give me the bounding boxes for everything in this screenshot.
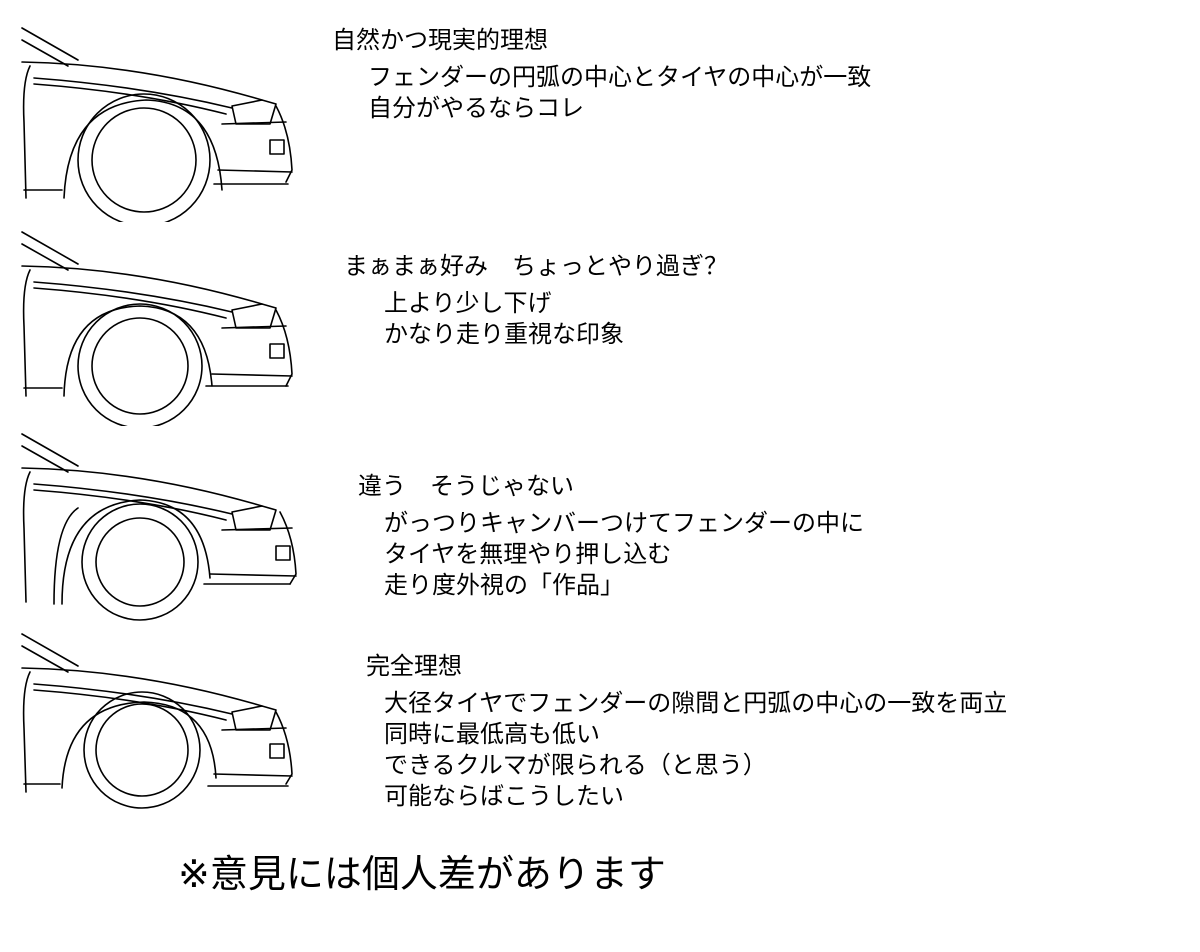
body-outline <box>22 269 31 397</box>
hood-line <box>21 265 263 305</box>
wheel-rim <box>91 317 189 415</box>
section-3-line-1: がっつりキャンバーつけてフェンダーの中に <box>384 509 864 537</box>
bumper-lower <box>209 573 297 577</box>
section-3-line-2: タイヤを無理やり押し込む <box>384 540 672 568</box>
section-3-heading: 違う そうじゃない <box>358 472 574 500</box>
wheel-rim <box>95 517 185 607</box>
bumper-lower <box>217 169 293 173</box>
wheel-rim <box>91 107 197 213</box>
hood-line <box>21 61 263 101</box>
section-4-line-1: 大径タイヤでフェンダーの隙間と円弧の中心の一致を両立 <box>384 689 1008 717</box>
headlight <box>231 505 277 531</box>
bumper-lower <box>211 373 293 377</box>
fog-light <box>269 139 285 155</box>
car-illustration-4 <box>0 628 320 828</box>
character-line-2 <box>33 689 227 721</box>
windshield-line-2 <box>21 231 79 265</box>
car-front-line-drawing <box>21 633 293 809</box>
car-illustration-1 <box>0 22 320 222</box>
fender-arch <box>61 701 217 789</box>
windshield-line-1 <box>21 645 69 673</box>
body-outline <box>22 671 31 793</box>
wheel-rim <box>95 703 189 797</box>
section-1-heading: 自然かつ現実的理想 <box>332 26 548 54</box>
bumper-front <box>279 511 297 585</box>
section-3-line-3: 走り度外視の「作品」 <box>384 571 624 599</box>
car-front-line-drawing <box>21 433 297 621</box>
tire-outer <box>81 503 199 621</box>
hood-line <box>21 667 263 707</box>
section-2-line-2: かなり走り重視な印象 <box>384 320 624 348</box>
headlight <box>231 705 277 731</box>
section-1-lines: フェンダーの円弧の中心とタイヤの中心が一致 自分がやるならコレ <box>332 62 871 124</box>
fender-arch <box>61 499 211 605</box>
section-4: 完全理想 大径タイヤでフェンダーの隙間と円弧の中心の一致を両立 同時に最低高も低… <box>366 650 1007 812</box>
section-4-heading: 完全理想 <box>366 652 462 680</box>
character-line <box>33 77 233 109</box>
section-1-line-2: 自分がやるならコレ <box>368 94 584 122</box>
section-4-line-3: できるクルマが限られる（と思う） <box>384 751 767 779</box>
section-3: 違う そうじゃない がっつりキャンバーつけてフェンダーの中に タイヤを無理やり押… <box>358 470 864 601</box>
section-1: 自然かつ現実的理想 フェンダーの円弧の中心とタイヤの中心が一致 自分がやるならコ… <box>332 24 871 124</box>
car-front-line-drawing <box>21 231 293 426</box>
fender-arch <box>63 99 223 199</box>
fog-light <box>269 343 285 359</box>
body-outline <box>22 65 31 199</box>
tire-outer <box>83 691 201 809</box>
section-3-lines: がっつりキャンバーつけてフェンダーの中に タイヤを無理やり押し込む 走り度外視の… <box>358 508 864 601</box>
fog-light <box>275 545 291 561</box>
character-line <box>33 483 233 515</box>
bumper-front <box>275 711 293 785</box>
car-front-line-drawing <box>21 27 293 222</box>
car-illustration-3 <box>0 428 320 628</box>
tire-outer <box>77 93 211 222</box>
body-outline <box>22 471 31 603</box>
character-line <box>33 281 233 313</box>
section-4-lines: 大径タイヤでフェンダーの隙間と円弧の中心の一致を両立 同時に最低高も低い できる… <box>366 688 1007 812</box>
fender-inner-lip <box>53 507 79 605</box>
section-2-line-1: 上より少し下げ <box>384 289 552 317</box>
car-illustration-2 <box>0 226 320 426</box>
windshield-line-1 <box>21 39 69 67</box>
section-4-line-2: 同時に最低高も低い <box>384 720 600 748</box>
fender-arch <box>63 305 213 397</box>
windshield-line-2 <box>21 433 79 467</box>
footer-note: ※意見には個人差があります <box>178 852 666 896</box>
windshield-line-2 <box>21 27 79 61</box>
section-2-lines: 上より少し下げ かなり走り重視な印象 <box>344 288 728 350</box>
hood-line <box>21 467 263 507</box>
fog-light <box>269 743 285 759</box>
section-2: まぁまぁ好み ちょっとやり過ぎ？ 上より少し下げ かなり走り重視な印象 <box>344 250 728 350</box>
tire-outer <box>77 303 203 426</box>
windshield-line-2 <box>21 633 79 667</box>
bumper-front <box>275 309 293 387</box>
character-line-2 <box>33 83 227 115</box>
section-1-line-1: フェンダーの円弧の中心とタイヤの中心が一致 <box>368 63 872 91</box>
bumper-front <box>275 105 293 183</box>
character-line-2 <box>33 287 227 319</box>
windshield-line-1 <box>21 243 69 271</box>
section-2-heading: まぁまぁ好み ちょっとやり過ぎ？ <box>344 252 728 280</box>
bumper-top <box>221 727 287 731</box>
bumper-top <box>221 527 293 531</box>
bumper-top <box>221 325 287 329</box>
bumper-top <box>221 121 287 125</box>
character-line-2 <box>33 489 227 521</box>
windshield-line-1 <box>21 445 69 473</box>
headlight <box>231 99 277 125</box>
headlight <box>231 303 277 329</box>
section-4-line-4: 可能ならばこうしたい <box>384 782 624 810</box>
character-line <box>33 683 233 715</box>
bumper-lower <box>213 773 293 777</box>
